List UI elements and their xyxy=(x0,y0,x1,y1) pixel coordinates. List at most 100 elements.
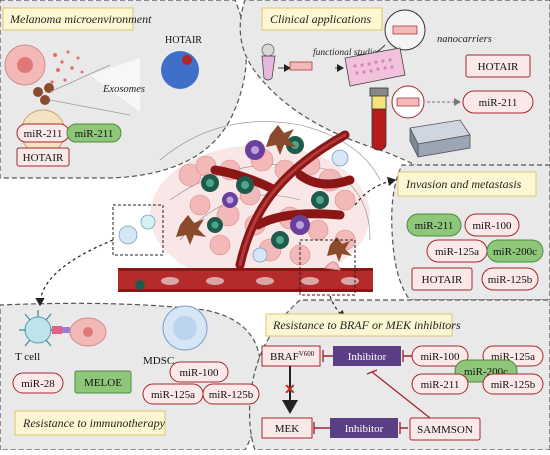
title-clinical-applications: Clinical applications xyxy=(270,12,371,26)
arrow-to-invasion xyxy=(354,176,397,206)
braf-superscript: V600 xyxy=(299,350,315,358)
arrow-to-immunotherapy xyxy=(35,239,114,307)
title-box-braf xyxy=(265,313,453,337)
blood-vessel xyxy=(118,261,373,292)
sammson-to-braf-inhibitor xyxy=(366,369,431,419)
pill-bg-inv-1 xyxy=(406,213,462,237)
blocked-x-icon: ✕ xyxy=(284,383,296,398)
branching-vessel-highlight xyxy=(238,133,347,267)
pill-inv-mir100: miR-100 xyxy=(472,220,512,232)
mdsc-nucleus-icon xyxy=(173,316,197,340)
exosomes-label: Exosomes xyxy=(102,84,145,95)
braf-label: BRAF xyxy=(270,351,299,363)
pill-inv-mir125b: miR-125b xyxy=(488,274,533,286)
rna-zoom-strip-icon xyxy=(396,97,420,107)
pill-bg-imm-3 xyxy=(169,361,229,383)
blood-tube-icon xyxy=(369,87,389,151)
panel-invasion-metastasis: Invasion and metastasis miR-211 miR-100 … xyxy=(397,171,544,291)
title-box-clinical xyxy=(261,7,383,31)
pill-melanoma-mir211-a: miR-211 xyxy=(24,128,63,140)
title-melanoma-microenvironment: Melanoma microenvironment xyxy=(9,12,152,26)
sammson-label: SAMMSON xyxy=(417,424,473,436)
hotair-cell-icon xyxy=(161,51,199,89)
test-tube-icon xyxy=(261,55,276,81)
nanocarrier-rna-icon xyxy=(392,25,418,35)
pcr-machine-icon xyxy=(409,119,471,158)
inhibitor-label-top: Inhibitor xyxy=(348,351,387,363)
zoom-immune-cell-2-icon xyxy=(140,214,156,230)
pill-bg-imm-5 xyxy=(202,383,260,405)
sammson-box xyxy=(409,417,481,441)
title-box-immunotherapy xyxy=(14,410,166,436)
inhibitor-box-top xyxy=(333,346,401,366)
pill-bg-melanoma-2 xyxy=(66,123,122,143)
pill-bg-inv-4 xyxy=(486,239,544,263)
mdsc-label: MDSC xyxy=(143,355,174,367)
pill-bg-clinical-hotair xyxy=(465,54,531,78)
inhibitor-label-bottom: Inhibitor xyxy=(345,423,384,435)
tumor-cell-nucleus-icon xyxy=(17,57,33,73)
inhibitor-box-bottom xyxy=(330,418,398,438)
mek-label: MEK xyxy=(275,423,300,435)
pill-braf-mir125b: miR-125b xyxy=(491,379,536,391)
panel-braf-mek-bg xyxy=(248,299,550,451)
green-cells xyxy=(201,136,329,249)
hotair-cell-label: HOTAIR xyxy=(165,35,202,46)
mek-box xyxy=(261,417,313,439)
pill-clinical-hotair: HOTAIR xyxy=(478,61,519,73)
exosome-vesicles-icon xyxy=(33,83,54,105)
pill-melanoma-mir211-b: miR-211 xyxy=(75,128,114,140)
title-resistance-braf-mek: Resistance to BRAF or MEK inhibitors xyxy=(272,318,461,332)
pill-clinical-mir211: miR-211 xyxy=(479,97,518,109)
pill-inv-mir200c: miR-200c xyxy=(493,246,537,258)
melanoma-cell-nucleus-icon xyxy=(83,327,93,337)
pill-melanoma-hotair: HOTAIR xyxy=(23,152,64,164)
tumor-scene xyxy=(150,121,381,285)
title-box-invasion xyxy=(397,171,537,197)
pill-inv-mir211: miR-211 xyxy=(415,220,454,232)
tcr-binding-icon xyxy=(52,326,70,334)
title-invasion-metastasis: Invasion and metastasis xyxy=(405,177,522,191)
fibroblasts xyxy=(176,125,352,262)
exosome-callout-cone xyxy=(90,58,140,112)
pill-imm-meloe: MELOE xyxy=(84,377,122,389)
well-plate-icon xyxy=(344,47,406,87)
exosome-dots xyxy=(50,50,84,84)
panel-melanoma-microenvironment: Melanoma microenvironment Exosomes HOTAI… xyxy=(2,7,202,167)
braf-text: BRAFV600 xyxy=(270,350,315,363)
panel-braf-mek: Resistance to BRAF or MEK inhibitors BRA… xyxy=(261,313,544,441)
functional-studies-label: functional studies xyxy=(313,47,381,58)
pill-bg-inv-2 xyxy=(464,213,520,237)
pill-bg-melanoma-3 xyxy=(16,147,70,167)
pill-imm-mir125b: miR-125b xyxy=(209,389,254,401)
immune-cells xyxy=(252,149,349,263)
braf-inhibition-line xyxy=(322,350,333,362)
pill-braf-mir100: miR-100 xyxy=(420,351,460,363)
pill-bg-braf-4 xyxy=(411,373,469,395)
nanocarriers-label: nanocarriers xyxy=(437,34,492,45)
purple-cells xyxy=(222,140,310,235)
hotair-cell-marker-icon xyxy=(182,55,192,65)
pill-bg-inv-5 xyxy=(411,267,473,291)
sammson-to-mek-inhibitor xyxy=(399,422,408,434)
intravasating-tumor-cell xyxy=(324,261,341,271)
pill-braf-mir211: miR-211 xyxy=(421,379,460,391)
zoom-box-immune xyxy=(112,204,164,256)
pill-bg-inv-6 xyxy=(481,267,539,291)
panel-clinical-applications: Clinical applications nanocarriers funct… xyxy=(261,7,534,158)
rna-strip-icon xyxy=(289,61,313,71)
pill-bg-braf-1 xyxy=(411,345,469,367)
pill-inv-mir125a: miR-125a xyxy=(435,246,479,258)
pill-bg-imm-1 xyxy=(12,372,64,394)
pill-imm-mir28: miR-28 xyxy=(21,378,55,390)
tube-cap-icon xyxy=(261,43,275,57)
pill-bg-imm-2 xyxy=(74,370,132,394)
zoom-box-invasion xyxy=(299,239,356,296)
pill-inv-hotair: HOTAIR xyxy=(422,274,463,286)
mirna-to-braf-inhibitor xyxy=(402,350,412,362)
mek-inhibition-line xyxy=(313,422,330,434)
t-cell-icon xyxy=(24,316,52,344)
pill-bg-braf-5 xyxy=(482,373,544,395)
pill-imm-mir125a: miR-125a xyxy=(151,389,195,401)
